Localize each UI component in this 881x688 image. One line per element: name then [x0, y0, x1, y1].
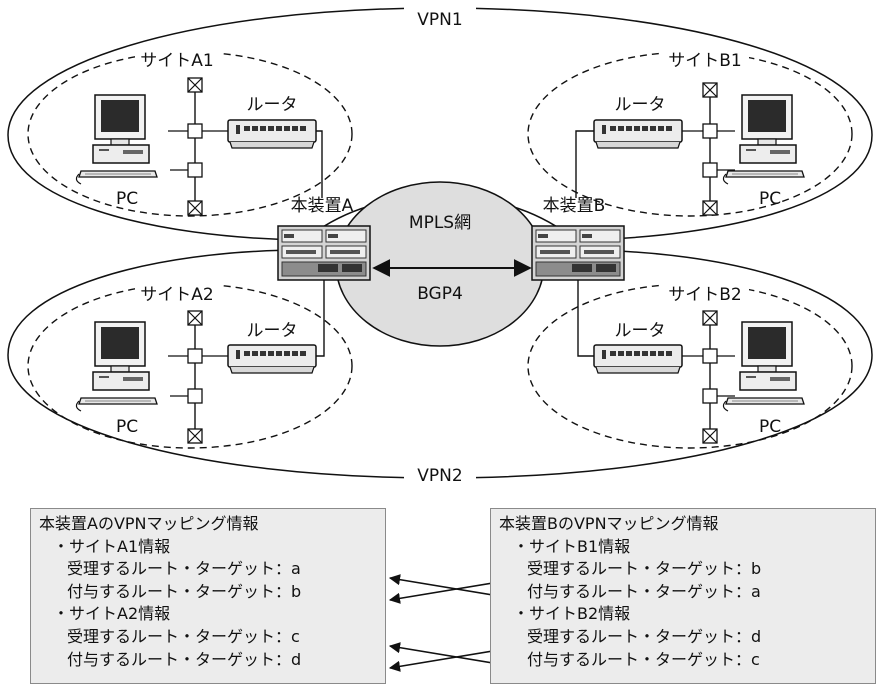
pc-icon — [722, 321, 805, 412]
panel-b-site2-accept: 受理するルート・ターゲット：d — [527, 626, 762, 646]
panel-b-site2: ・サイトB2情報 — [513, 604, 631, 624]
panel-b-site2-assign: 付与するルート・ターゲット：c — [527, 649, 760, 669]
panel-a-site1-assign: 付与するルート・ターゲット：b — [67, 581, 302, 601]
router-a1-label: ルータ — [247, 95, 298, 115]
site-b2-label: サイトB2 — [668, 285, 741, 305]
panel-a-title: 本装置AのVPNマッピング情報 — [39, 514, 259, 533]
vpn1-label: VPN1 — [417, 10, 462, 30]
panel-device-b-mapping: 本装置BのVPNマッピング情報 ・サイトB1情報 受理するルート・ターゲット：b… — [490, 508, 876, 684]
mpls-label: MPLS網 — [409, 213, 471, 233]
pc-icon — [75, 321, 158, 412]
pc-b1-label: PC — [759, 189, 781, 209]
pc-b2-label: PC — [759, 417, 781, 437]
router-b1-label: ルータ — [615, 95, 666, 115]
panel-b-site1-assign: 付与するルート・ターゲット：a — [527, 581, 761, 601]
site-b1-label: サイトB1 — [668, 51, 741, 71]
panel-a-site2-accept: 受理するルート・ターゲット：c — [67, 626, 300, 646]
site-a2-label: サイトA2 — [140, 285, 213, 305]
bgp-label: BGP4 — [417, 284, 463, 304]
router-b2-label: ルータ — [615, 321, 666, 341]
panel-a-site2: ・サイトA2情報 — [53, 604, 171, 624]
panel-b-title: 本装置BのVPNマッピング情報 — [499, 514, 719, 533]
router-a2-label: ルータ — [247, 321, 298, 341]
router-icon — [227, 119, 317, 149]
panel-a-site1-accept: 受理するルート・ターゲット：a — [67, 559, 301, 579]
router-icon — [593, 344, 683, 374]
pc-a1-label: PC — [116, 189, 138, 209]
router-icon — [227, 344, 317, 374]
panel-a-site1: ・サイトA1情報 — [53, 536, 171, 556]
pc-icon — [722, 94, 805, 185]
panel-device-a-mapping: 本装置AのVPNマッピング情報 ・サイトA1情報 受理するルート・ターゲット：a… — [30, 508, 386, 684]
pc-a2-label: PC — [116, 417, 138, 437]
device-b-label: 本装置B — [543, 196, 606, 216]
vpn2-label: VPN2 — [417, 466, 462, 486]
site-a1-label: サイトA1 — [140, 51, 213, 71]
panel-a-site2-assign: 付与するルート・ターゲット：d — [67, 649, 302, 669]
pc-icon — [75, 94, 158, 185]
device-a-label: 本装置A — [291, 196, 354, 216]
panel-b-site1-accept: 受理するルート・ターゲット：b — [527, 559, 762, 579]
router-icon — [593, 119, 683, 149]
device-b-icon — [531, 225, 625, 281]
device-a-icon — [277, 225, 371, 281]
panel-b-site1: ・サイトB1情報 — [513, 536, 631, 556]
